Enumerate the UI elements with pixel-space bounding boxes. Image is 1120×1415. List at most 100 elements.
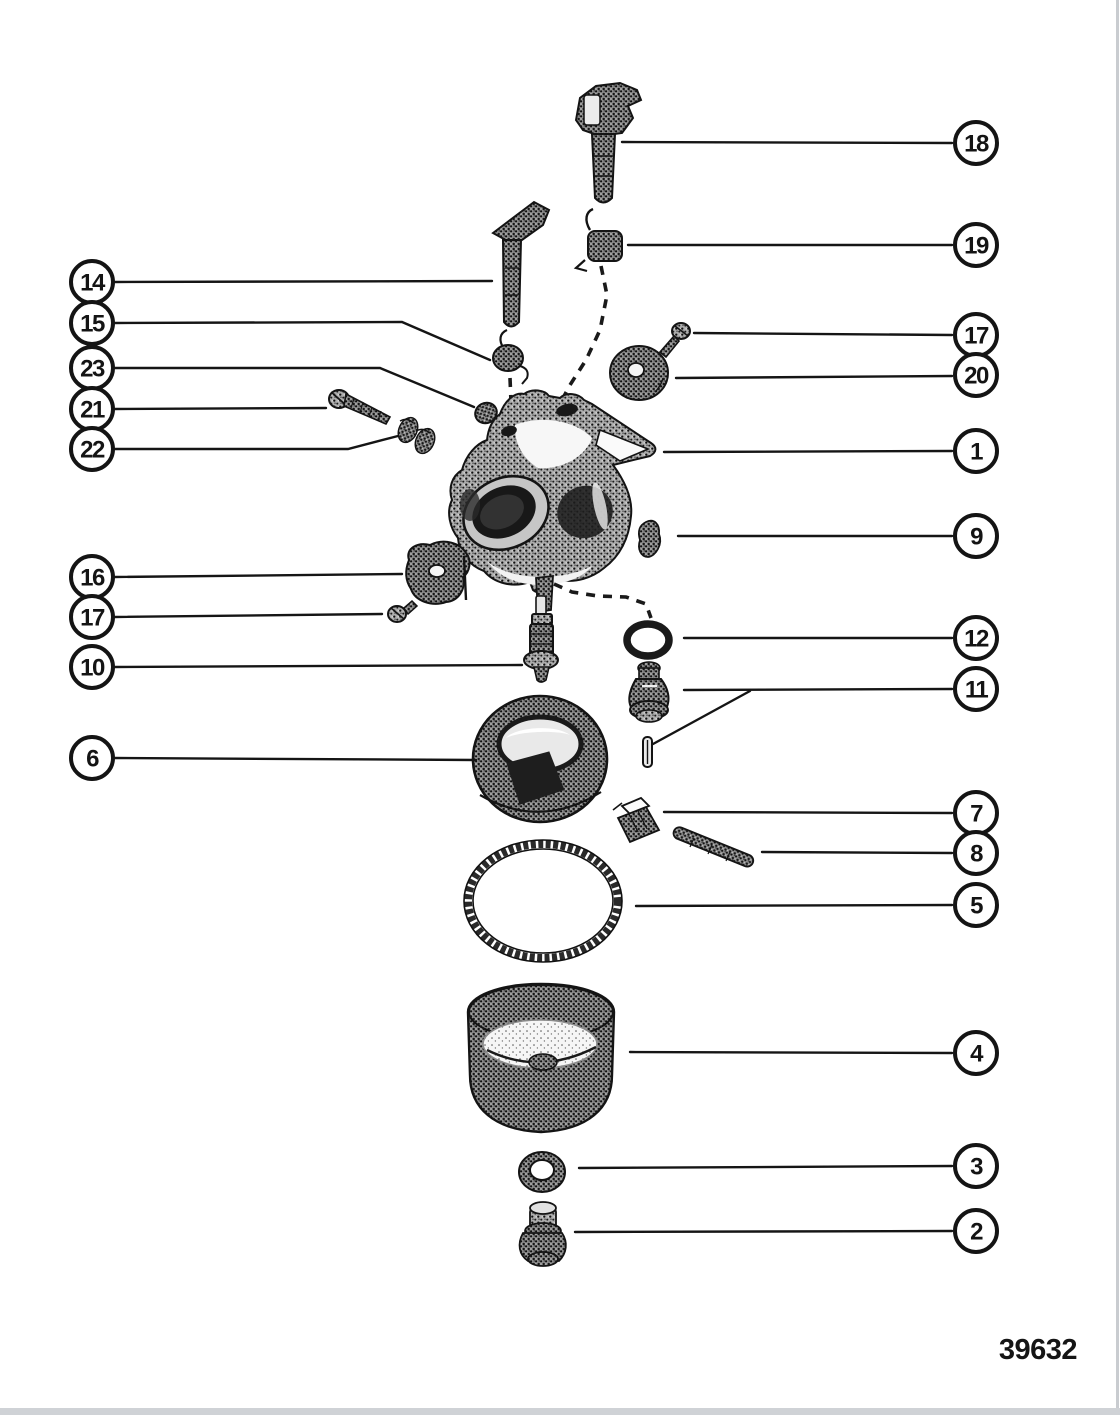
part-8-rod-illustration (672, 826, 755, 868)
callout-19: 19 (626, 222, 999, 268)
leader-line-2 (573, 1229, 954, 1234)
scan-edge-bottom (0, 1408, 1120, 1415)
part-11-pin-illustration (642, 736, 653, 768)
callout-number-4: 4 (970, 1041, 984, 1068)
callout-6: 6 (69, 735, 478, 781)
callout-number-21: 21 (80, 397, 105, 424)
callout-number-11: 11 (965, 677, 989, 704)
callout-number-7: 7 (970, 801, 983, 828)
callout-circle-15 (69, 300, 115, 346)
leader-line-14 (112, 279, 494, 284)
callout-circle-1 (953, 428, 999, 474)
leader-line-4 (628, 1050, 954, 1055)
callout-number-15: 15 (80, 311, 105, 338)
callout-number-8: 8 (970, 841, 983, 868)
leader-line-16 (112, 572, 404, 579)
part-6-hinge-block (506, 751, 565, 805)
callout-circle-2 (953, 1208, 999, 1254)
callout-4: 4 (628, 1030, 999, 1076)
part-5-bowl-gasket-illustration (463, 839, 623, 963)
callout-1: 1 (662, 428, 999, 474)
callout-17: 17 (692, 312, 999, 358)
part-4-float-bowl-illustration (466, 982, 616, 1134)
leader-line-21 (111, 406, 328, 411)
part-17-screw-left-illustration (387, 599, 419, 623)
callout-circle-10 (69, 644, 115, 690)
part-16-gasket-illustration (405, 540, 471, 605)
figure-number: 39632 (999, 1334, 1077, 1366)
part-19-nut-illustration (560, 207, 623, 401)
callout-number-23: 23 (80, 356, 105, 383)
callout-23: 23 (69, 345, 476, 409)
part-2-plug-illustration (518, 1201, 567, 1267)
callout-circle-9 (953, 513, 999, 559)
callout-10: 10 (69, 644, 524, 690)
callout-number-14: 14 (80, 270, 106, 297)
callout-22: 22 (69, 426, 400, 472)
leader-line-22 (110, 434, 400, 451)
callout-circle-20 (953, 352, 999, 398)
part-9-clip-illustration (637, 519, 661, 558)
part-3-seal-ring-illustration (518, 1151, 566, 1193)
leader-branch-11 (651, 689, 752, 746)
leader-line-23 (111, 366, 476, 409)
callout-circle-5 (953, 882, 999, 928)
part-14-pin-illustration (491, 200, 551, 328)
leader-line-17 (692, 331, 954, 337)
leader-line-15 (112, 320, 492, 362)
callout-number-20: 20 (964, 363, 989, 390)
leader-line-5 (634, 903, 954, 908)
callout-8: 8 (760, 830, 999, 876)
callout-9: 9 (676, 513, 999, 559)
part-20-washer-illustration (609, 345, 669, 401)
part-11-needle-valve-illustration (628, 661, 670, 723)
callout-11: 11 (651, 666, 999, 746)
callout-circle-22 (69, 426, 115, 472)
leader-line-6 (112, 756, 478, 762)
callout-circle-6 (69, 735, 115, 781)
fuel-line-dashed (553, 582, 653, 619)
callout-14: 14 (69, 259, 494, 305)
linkage-dashed-line-upper (560, 265, 609, 401)
callout-circle-12 (953, 615, 999, 661)
callout-number-9: 9 (970, 524, 983, 551)
callout-20: 20 (674, 352, 999, 398)
leader-line-3 (577, 1164, 954, 1170)
part-10-jet-illustration (523, 595, 559, 683)
callout-circle-4 (953, 1030, 999, 1076)
part-18-screw-illustration (574, 81, 643, 204)
leader-line-17 (112, 612, 384, 619)
callout-number-17: 17 (964, 323, 989, 350)
leader-line-18 (620, 140, 954, 145)
callout-number-17: 17 (80, 605, 105, 632)
callout-number-6: 6 (86, 746, 99, 773)
leader-line-11 (682, 687, 954, 692)
callout-17: 17 (69, 594, 384, 640)
callout-circle-11 (953, 666, 999, 712)
part-23-plug-illustration (474, 401, 512, 425)
callout-number-16: 16 (80, 565, 105, 592)
scan-edge-right (1116, 0, 1119, 1415)
leader-line-20 (674, 374, 954, 380)
callout-number-22: 22 (80, 437, 105, 464)
callout-21: 21 (69, 386, 328, 432)
callout-7: 7 (662, 790, 999, 836)
leader-line-7 (662, 810, 954, 815)
part-12-o-ring-illustration (623, 620, 673, 660)
part-1-flange-highlight (595, 428, 651, 462)
part-17-screw-right-illustration (658, 322, 691, 359)
callout-number-3: 3 (970, 1154, 983, 1181)
part-7-sleeve-illustration (612, 796, 661, 844)
callout-number-19: 19 (964, 233, 989, 260)
part-6-float-illustration (471, 694, 609, 824)
callout-2: 2 (573, 1208, 999, 1254)
parts-layer (328, 81, 755, 1267)
callout-5: 5 (634, 882, 999, 928)
part-22-spring-illustration (397, 416, 436, 455)
part-1-carburetor-body-illustration (448, 389, 657, 619)
callout-circle-3 (953, 1143, 999, 1189)
callout-number-2: 2 (970, 1219, 983, 1246)
